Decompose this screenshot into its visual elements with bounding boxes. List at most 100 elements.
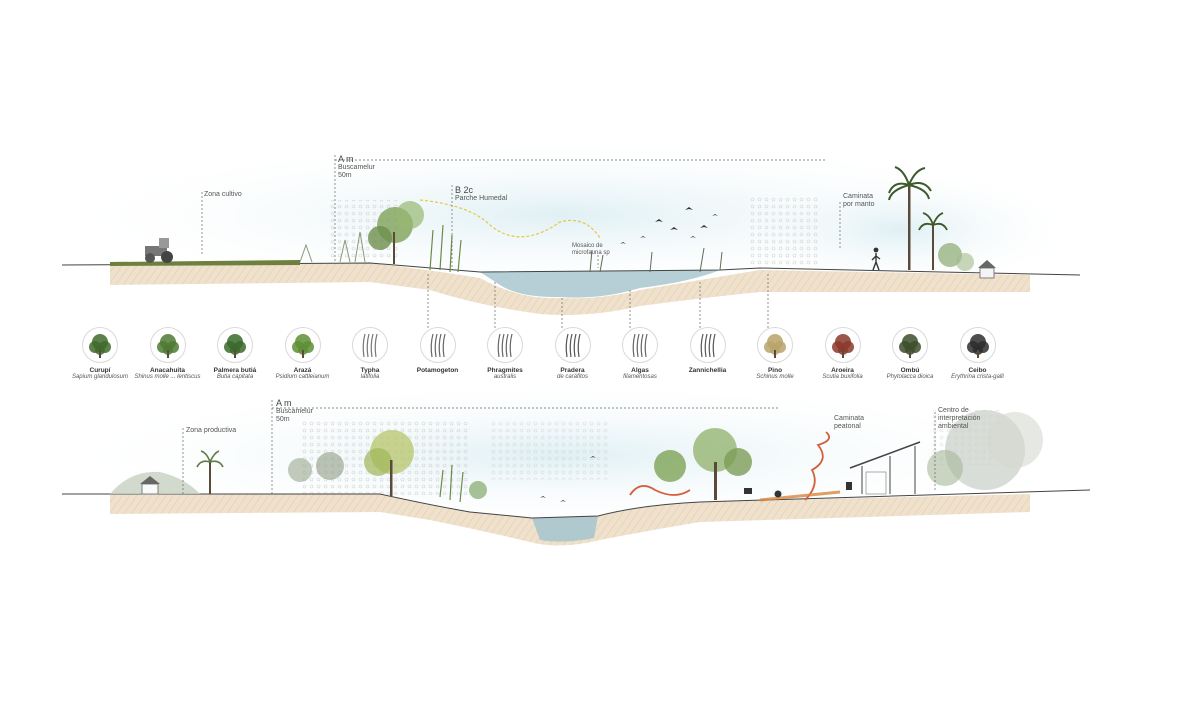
bottom-bubble-cluster-right (490, 420, 610, 480)
top-buffer-line-2: Buscamelur (338, 164, 375, 171)
species-scientific-name: Erythrina crista-galli (951, 374, 1004, 380)
species-scientific-name: Phytolacca dioica (886, 374, 934, 380)
species-name: Curupí (89, 367, 111, 374)
species-scientific-name: de caráfitos (556, 374, 589, 380)
bottom-buffer-line-2: Buscamelur (276, 408, 313, 415)
species-scientific-name: Scutia buxifolia (822, 374, 863, 380)
top-soil (110, 263, 1030, 315)
bottom-zona-label: Zona productiva (186, 427, 237, 434)
bottom-center-line-2: interpretación (938, 415, 981, 422)
species-name: Pino (767, 367, 783, 374)
ceibo-icon (959, 327, 996, 363)
species-name: Palmera butiá (213, 367, 257, 374)
species-item: Potamogeton (403, 327, 473, 374)
species-name: Typha (360, 367, 380, 374)
bottom-path-line-2: peatonal (834, 423, 861, 430)
phragmites-icon (487, 327, 523, 363)
bottom-vegetation-right (654, 410, 1043, 500)
top-section (40, 135, 1081, 330)
species-item: Zannichellia (673, 327, 743, 374)
bottom-ground-line (62, 489, 1091, 519)
curupi-icon (82, 327, 118, 363)
top-bubble-cluster-right (750, 195, 820, 265)
species-name: Ceibo (968, 367, 987, 374)
top-palms (888, 166, 974, 271)
top-water-callout: Mosaico de microfauna sp (572, 243, 610, 257)
typha-icon (352, 327, 388, 363)
top-crop-rows (110, 260, 300, 266)
bottom-buffer-line-1: A m (276, 398, 292, 408)
zannichellia-icon (689, 327, 726, 363)
araza-icon (284, 327, 321, 363)
bottom-center-line-1: Centro de (938, 407, 969, 414)
bottom-buffer-callout: A m Buscamelur 50m (276, 398, 313, 424)
top-path-callout: Caminata por manto (843, 193, 875, 209)
top-vegetation-left (299, 201, 462, 273)
aroeira-icon (824, 327, 861, 363)
pino-icon (757, 327, 793, 363)
person-icon (871, 247, 881, 271)
algas-icon (622, 327, 658, 363)
top-path-line-2: por manto (843, 201, 875, 208)
bottom-birds (540, 456, 596, 502)
species-name: Pradera (560, 367, 585, 374)
bottom-vegetation-center (288, 430, 487, 503)
species-scientific-name: Schinus molle (756, 374, 794, 380)
species-name: Zannichellia (688, 367, 727, 374)
species-name: Phragmites (487, 367, 523, 374)
top-wetland-line-2: Parche Humedal (455, 195, 508, 202)
bottom-callout-lines (182, 400, 936, 494)
species-name: Ombú (900, 367, 920, 374)
bottom-water (532, 516, 598, 542)
pradera-icon (554, 327, 591, 363)
species-name: Algas (631, 367, 649, 374)
bottom-path-callout: Caminata peatonal (834, 415, 864, 431)
bottom-buffer-line-3: 50m (276, 416, 290, 423)
anacahuita-icon (149, 327, 186, 363)
bottom-center-line-3: ambiental (938, 423, 969, 430)
top-wetland-callout: B 2c Parche Humedal (455, 185, 507, 203)
species-name: Arazá (293, 367, 312, 374)
bottom-center-callout: Centro de interpretación ambiental (938, 407, 980, 431)
species-name: Potamogeton (416, 367, 459, 374)
top-flight-path (419, 199, 601, 239)
species-scientific-name: filamentosas (623, 374, 657, 380)
ombu-icon (892, 327, 928, 363)
top-water-line-2: microfauna sp (572, 250, 610, 256)
species-scientific-name: Shinus molle ... lentiscus (134, 374, 201, 380)
interpretation-center-icon (849, 441, 921, 495)
top-water (480, 270, 720, 298)
bottom-path-line-1: Caminata (834, 415, 864, 422)
species-scientific-name: australis (493, 374, 517, 380)
top-water-line-1: Mosaico de (572, 243, 603, 249)
top-path-line-1: Caminata (843, 193, 873, 200)
top-buffer-line-3: 50m (338, 172, 352, 179)
top-buffer-line-1: A m (338, 154, 354, 164)
bottom-walking-path (629, 431, 830, 501)
top-birds (620, 207, 718, 244)
house-icon (978, 260, 996, 279)
bottom-section (40, 380, 1091, 546)
bottom-people-icon (744, 482, 852, 498)
potamogeton-icon (419, 327, 456, 363)
top-ground-line (61, 262, 1081, 276)
top-zona-label: Zona cultivo (204, 191, 242, 198)
top-callout-lines (201, 155, 841, 330)
palmera-butia-icon (217, 327, 253, 363)
bottom-walking-path-ground (759, 490, 841, 502)
bottom-palm-left (196, 450, 224, 494)
species-scientific-name: Psidium cattleianum (275, 374, 330, 380)
top-buffer-callout: A m Buscamelur 50m (338, 154, 375, 180)
